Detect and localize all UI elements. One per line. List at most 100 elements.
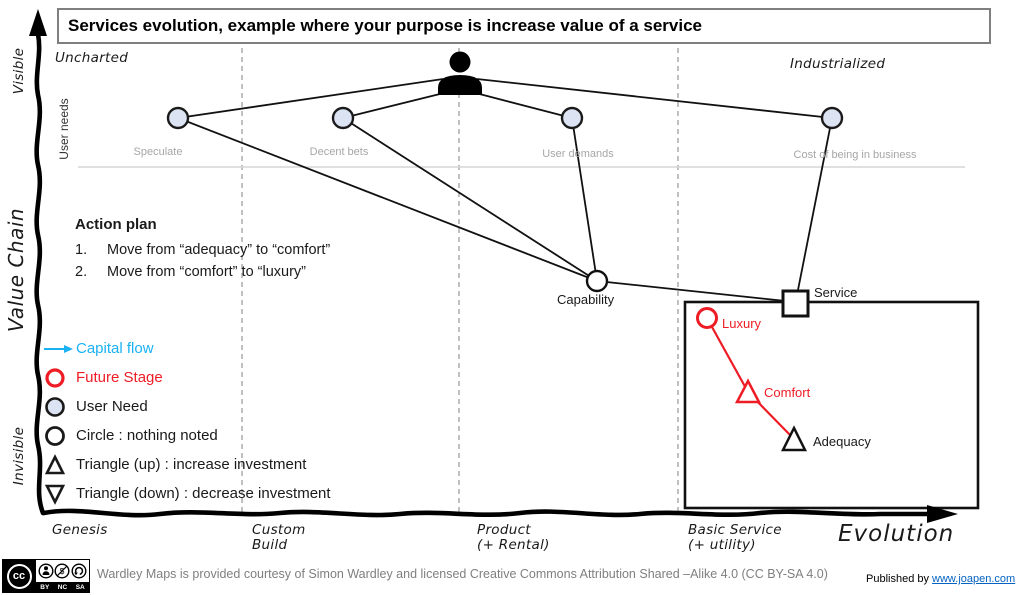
evolution-axis — [41, 505, 958, 523]
triangle-down-icon — [44, 483, 76, 505]
luxury-node — [696, 307, 718, 329]
stage-custom-line2: Build — [252, 537, 288, 553]
stage-label-basic-service: Basic Service (+ utility) — [688, 523, 782, 553]
published-by-text: Published by — [866, 573, 933, 585]
value-chain-axis — [29, 9, 47, 516]
page-title: Services evolution, example where your p… — [57, 8, 991, 44]
cc-nc-label: NC — [57, 583, 68, 591]
node-caption-cost-of-business: Cost of being in business — [793, 149, 917, 161]
user-person-icon — [438, 51, 482, 95]
stage-label-custom-build: Custom Build — [252, 523, 306, 553]
adequacy-node — [780, 425, 808, 452]
evolution-axis-arrow — [927, 505, 958, 523]
comfort-label: Comfort — [764, 385, 811, 400]
action-plan-item-2-text: Move from “comfort” to “luxury” — [107, 264, 306, 280]
action-plan-item-2-number: 2. — [75, 264, 88, 280]
person-head — [449, 51, 471, 73]
legend-circle-note: Circle : nothing noted — [44, 421, 331, 450]
stage-label-product: Product (+ Rental) — [477, 523, 550, 553]
future-stage-circle-icon — [44, 367, 76, 389]
x-axis-title: Evolution — [838, 521, 955, 547]
stage-label-genesis: Genesis — [52, 523, 108, 538]
value-chain-axis-line — [34, 31, 46, 516]
license-text: Wardley Maps is provided courtesy of Sim… — [97, 567, 828, 581]
adequacy-label: Adequacy — [813, 434, 871, 449]
plain-circle-icon — [44, 425, 76, 447]
user-demands-node — [560, 106, 584, 130]
map-legend: Capital flow Future Stage User Need Circ… — [44, 334, 331, 508]
edge-capability-service — [596, 280, 796, 303]
value-chain-axis-arrow — [29, 9, 47, 36]
stage-basic-service-line2: (+ utility) — [688, 537, 756, 553]
cc-icon: cc — [6, 563, 32, 589]
stage-product-line1: Product — [477, 522, 531, 538]
joapen-link[interactable]: www.joapen.com — [932, 573, 1016, 585]
action-plan-item-1: 1. Move from “adequacy” to “comfort” — [75, 242, 330, 258]
cc-badge-labels: BY NC SA — [36, 582, 89, 592]
cc-nc-dollar-icon: $ — [54, 563, 70, 579]
y-axis-title: Value Chain — [4, 207, 28, 333]
cost-of-business-node — [820, 106, 844, 130]
node-caption-user-demands: User demands — [542, 148, 614, 160]
cc-sa-sharealike-icon — [71, 563, 87, 579]
region-label-uncharted: Uncharted — [55, 50, 129, 66]
edge-user-decentbets — [342, 90, 453, 119]
y-axis-visible-label: Visible — [11, 47, 27, 95]
published-by: Published by www.joapen.com — [866, 573, 1015, 585]
triangle-up-icon — [44, 453, 76, 476]
edge-decentbets-capability — [342, 117, 598, 282]
stage-basic-service-line1: Basic Service — [688, 522, 782, 538]
legend-triangle-down: Triangle (down) : decrease investment — [44, 479, 331, 508]
edge-user-speculate — [177, 78, 444, 119]
cc-badge-icons-panel: $ BY NC SA — [36, 559, 90, 593]
decent-bets-node — [331, 106, 355, 130]
action-plan: Action plan 1. Move from “adequacy” to “… — [75, 216, 330, 286]
comfort-node — [734, 378, 762, 404]
edge-userdemands-capability — [571, 117, 598, 282]
stage-custom-line1: Custom — [252, 522, 306, 538]
node-caption-decent-bets: Decent bets — [309, 146, 369, 158]
cc-license-badge: cc $ BY NC SA — [2, 559, 90, 593]
edge-user-costofbusiness — [476, 78, 833, 119]
action-plan-item-2: 2. Move from “comfort” to “luxury” — [75, 264, 330, 280]
capital-flow-arrow-icon — [44, 343, 76, 355]
user-needs-axis-label: User needs — [57, 98, 71, 160]
cc-by-person-icon — [38, 563, 54, 579]
cc-logo: cc — [2, 559, 36, 593]
speculate-node — [166, 106, 190, 130]
capability-node — [585, 269, 609, 293]
service-label: Service — [814, 285, 858, 300]
edge-speculate-capability — [177, 117, 598, 282]
node-caption-speculate: Speculate — [133, 146, 183, 158]
cc-badge-icons: $ — [36, 560, 89, 582]
service-node — [781, 289, 810, 318]
legend-future-stage: Future Stage — [44, 363, 331, 392]
stage-genesis-line1: Genesis — [52, 522, 108, 538]
legend-user-need: User Need — [44, 392, 331, 421]
capability-label: Capability — [557, 292, 615, 307]
legend-triangle-up: Triangle (up) : increase investment — [44, 450, 331, 479]
legend-circle-note-label: Circle : nothing noted — [76, 427, 218, 444]
legend-triangle-up-label: Triangle (up) : increase investment — [76, 456, 307, 473]
cc-sa-label: SA — [75, 583, 85, 591]
legend-user-need-label: User Need — [76, 398, 148, 415]
y-axis-invisible-label: Invisible — [11, 426, 27, 486]
legend-triangle-down-label: Triangle (down) : decrease investment — [76, 485, 331, 502]
legend-capital-flow: Capital flow — [44, 334, 331, 363]
evolution-axis-line — [41, 508, 933, 518]
legend-capital-flow-label: Capital flow — [76, 340, 154, 357]
stage-product-line2: (+ Rental) — [477, 537, 550, 553]
luxury-label: Luxury — [722, 316, 762, 331]
action-plan-item-1-number: 1. — [75, 242, 88, 258]
legend-future-stage-label: Future Stage — [76, 369, 163, 386]
edge-costofbusiness-service — [796, 117, 833, 296]
cc-by-label: BY — [40, 583, 50, 591]
map-edges — [177, 78, 833, 303]
person-body — [438, 75, 482, 95]
future-stage-box — [683, 300, 980, 510]
action-plan-item-1-text: Move from “adequacy” to “comfort” — [107, 242, 331, 258]
user-need-circle-icon — [44, 396, 76, 418]
user-need-nodes — [166, 106, 844, 130]
edge-user-userdemands — [467, 90, 573, 119]
